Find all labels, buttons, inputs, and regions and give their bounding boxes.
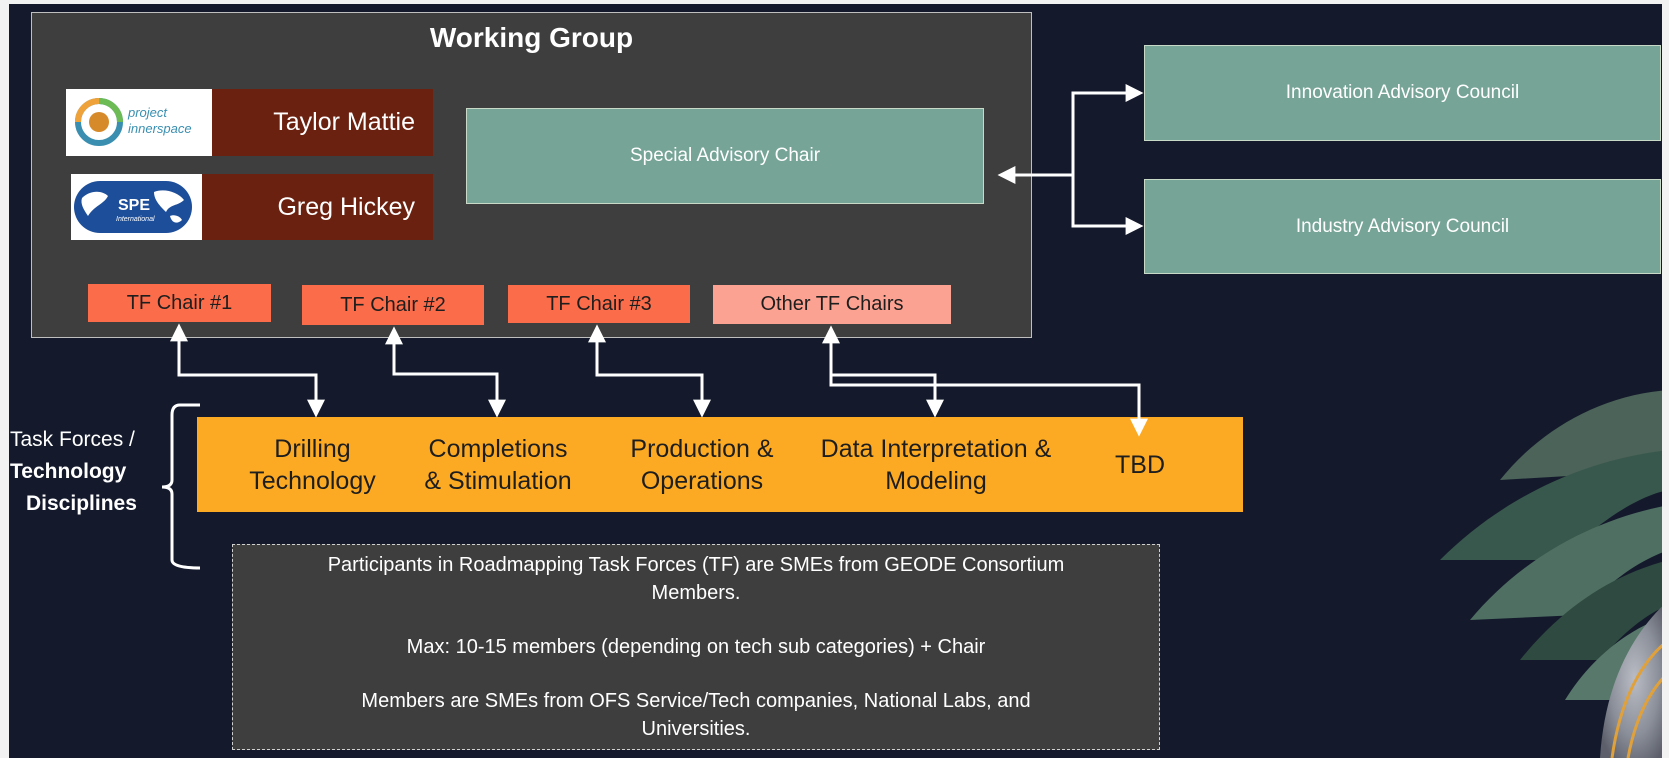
project-innerspace-logo: project innerspace (66, 89, 212, 156)
participants-line-1: Participants in Roadmapping Task Forces … (327, 554, 1065, 576)
spe-globe-logo-icon: SPE International (74, 176, 199, 238)
task-forces-label-line-1: Task Forces / (10, 428, 135, 451)
discipline-data-interpretation-modeling: Data Interpretation & Modeling (820, 434, 1052, 495)
participants-line-2: Members. (651, 582, 741, 604)
task-forces-label-line-3: Disciplines (26, 492, 137, 515)
discipline-completions-stimulation: Completions & Stimulation (424, 434, 572, 495)
top-border (0, 0, 1669, 4)
spe-international-logo: SPE International (71, 174, 202, 240)
discipline-tbd: TBD (1115, 450, 1165, 479)
innovation-advisory-council-box: Innovation Advisory Council (1144, 45, 1661, 141)
member-name: Taylor Mattie (212, 89, 433, 156)
tf-chair-2-box: TF Chair #2 (302, 285, 484, 325)
right-border (1662, 0, 1669, 758)
project-innerspace-logo-icon: project innerspace (75, 98, 192, 146)
participants-line-3: Max: 10-15 members (depending on tech su… (406, 636, 986, 658)
member-row-greg-hickey: SPE International Greg Hickey (71, 174, 433, 240)
industry-advisory-council-box: Industry Advisory Council (1144, 179, 1661, 274)
discipline-production-operations: Production & Operations (630, 434, 774, 495)
discipline-drilling-technology: Drilling Technology (249, 434, 376, 495)
logo-text-line-2: innerspace (128, 121, 192, 136)
task-forces-label: Task Forces / Technology Disciplines (10, 424, 160, 520)
special-advisory-chair-box: Special Advisory Chair (466, 108, 984, 204)
left-border (0, 0, 9, 758)
member-name: Greg Hickey (202, 174, 433, 240)
logo-text-line-1: project (127, 105, 168, 120)
logo-text-line-2: International (116, 216, 155, 223)
tf-chair-1-box: TF Chair #1 (88, 284, 271, 322)
participants-line-4: Members are SMEs from OFS Service/Tech c… (361, 690, 1031, 712)
task-forces-label-line-2: Technology (10, 460, 127, 483)
other-tf-chairs-box: Other TF Chairs (713, 285, 951, 324)
working-group-title: Working Group (429, 22, 634, 53)
member-row-taylor-mattie: project innerspace Taylor Mattie (66, 89, 433, 156)
logo-text-line-1: SPE (118, 197, 150, 214)
participants-note-box: Participants in Roadmapping Task Forces … (232, 544, 1160, 750)
participants-line-5: Universities. (641, 718, 751, 740)
tf-chair-3-box: TF Chair #3 (508, 285, 690, 323)
